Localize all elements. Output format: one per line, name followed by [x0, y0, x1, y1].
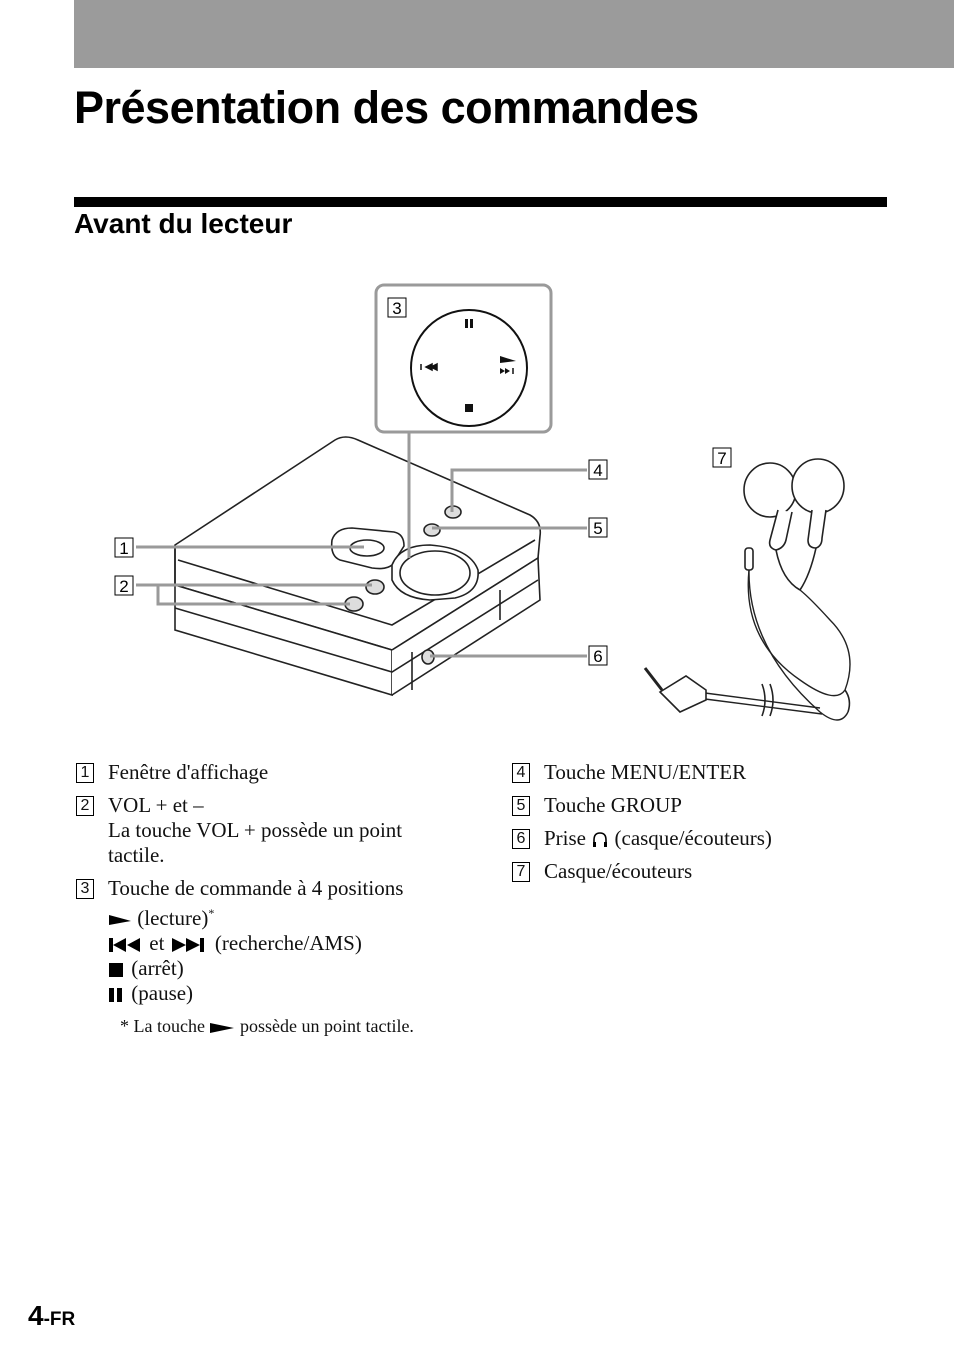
legend-label: Touche de commande à 4 positions	[108, 876, 404, 900]
header-bar	[74, 0, 954, 68]
player-diagram: 3 1 2 4 5 6 7	[114, 283, 851, 721]
legend-sub: La touche VOL + possède un point	[108, 818, 403, 842]
previous-track-icon	[109, 938, 140, 953]
svg-text:7: 7	[717, 449, 726, 468]
legend-label: VOL + et –	[108, 793, 204, 817]
legend-number: 1	[76, 763, 94, 783]
pause-icon	[109, 988, 122, 1003]
svg-text:3: 3	[392, 299, 401, 318]
page-title: Présentation des commandes	[74, 82, 699, 133]
svg-text:2: 2	[119, 577, 128, 596]
legend-item: 3 Touche de commande à 4 positions (lect…	[76, 876, 466, 1006]
legend-label: Fenêtre d'affichage	[108, 760, 269, 784]
play-icon	[109, 915, 131, 926]
legend-sub-stop: (arrêt)	[108, 956, 466, 981]
legend-label: Touche MENU/ENTER	[544, 760, 747, 784]
legend-left: 1 Fenêtre d'affichage 2 VOL + et – La to…	[76, 760, 466, 1039]
legend-sub-pause: (pause)	[108, 981, 466, 1006]
legend-number: 3	[76, 879, 94, 899]
md-player-illustration	[174, 436, 542, 697]
legend-number: 6	[512, 829, 530, 849]
legend-label: Touche GROUP	[544, 793, 682, 817]
legend-number: 5	[512, 796, 530, 816]
legend-item: 5 Touche GROUP	[512, 793, 932, 818]
legend-label: Casque/écouteurs	[544, 859, 693, 883]
legend-sub-search: et (recherche/AMS)	[108, 931, 466, 956]
play-icon	[210, 1022, 235, 1033]
legend-number: 2	[76, 796, 94, 816]
legend-label: Prise	[544, 826, 586, 850]
svg-text:1: 1	[119, 539, 128, 558]
callout-labels: 3 1 2 4 5 6 7	[114, 297, 732, 666]
legend-right: 4 Touche MENU/ENTER 5 Touche GROUP 6 Pri…	[512, 760, 932, 892]
footnote-mark: *	[120, 1016, 129, 1036]
legend-label: (casque/écouteurs)	[614, 826, 772, 850]
legend-number: 4	[512, 763, 530, 783]
legend-item: 6 Prise (casque/écouteurs)	[512, 826, 932, 851]
next-track-icon	[171, 938, 204, 953]
footnote-before: La touche	[133, 1016, 205, 1036]
control-dial-callout	[374, 283, 553, 558]
legend-sub: tactile.	[108, 843, 165, 867]
headphones-icon	[593, 832, 608, 848]
section-divider	[74, 197, 887, 207]
legend-item: 2 VOL + et – La touche VOL + possède un …	[76, 793, 466, 868]
legend-number: 7	[512, 862, 530, 882]
legend-sub-play: (lecture)*	[108, 901, 466, 931]
svg-text:6: 6	[593, 647, 602, 666]
legend-item: 4 Touche MENU/ENTER	[512, 760, 932, 785]
svg-text:5: 5	[593, 519, 602, 538]
earphones-illustration	[643, 458, 851, 721]
legend-item: 1 Fenêtre d'affichage	[76, 760, 466, 785]
legend-item: 7 Casque/écouteurs	[512, 859, 932, 884]
page-number: 4-FR	[28, 1300, 76, 1331]
footnote: * La touche possède un point tactile.	[76, 1014, 466, 1039]
section-title: Avant du lecteur	[74, 208, 293, 239]
svg-text:4: 4	[593, 461, 602, 480]
footnote-after: possède un point tactile.	[239, 1016, 414, 1036]
stop-icon	[109, 963, 123, 978]
